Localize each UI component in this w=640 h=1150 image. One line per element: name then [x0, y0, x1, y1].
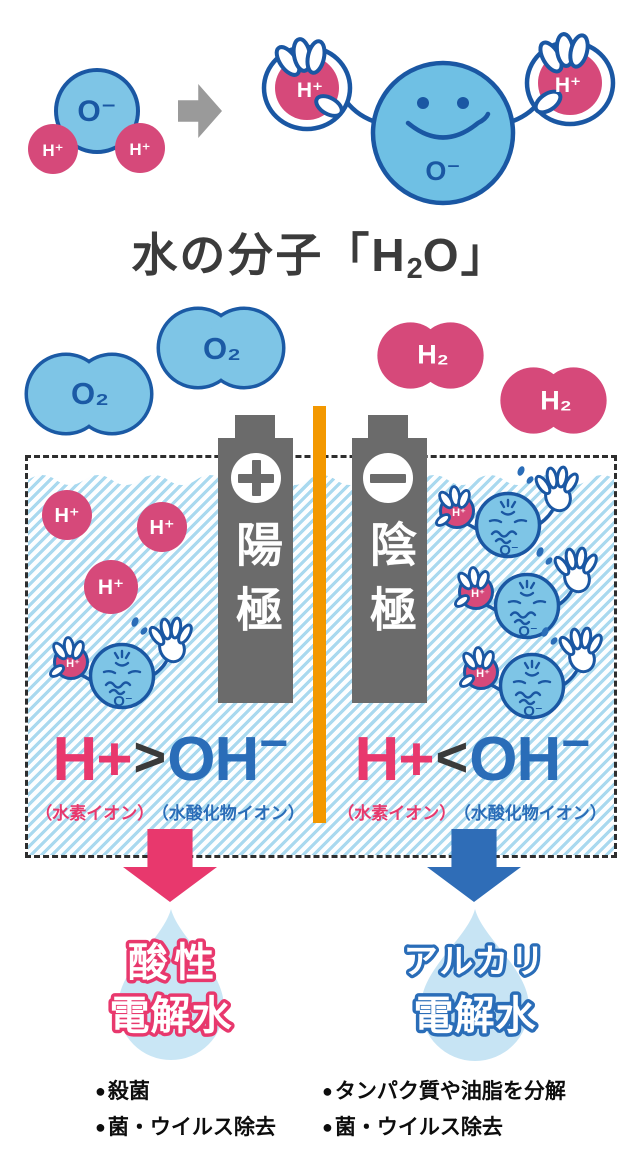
benefit-text: 菌・ウイルス除去	[107, 1115, 276, 1139]
hydrogen-ion: H⁺	[137, 502, 187, 552]
superscript-minus: −	[561, 715, 590, 771]
drop-shape	[118, 909, 224, 1060]
membrane-divider	[313, 406, 326, 823]
acidic-label-line2: 電解水	[110, 994, 233, 1038]
oh-ion-note: （水酸化物イオン）	[462, 804, 607, 823]
list-item: ●殺菌	[95, 1073, 276, 1109]
benefit-text: 殺菌	[107, 1079, 150, 1103]
h2-label: H₂	[540, 385, 572, 416]
o2-label: O₂	[203, 331, 241, 366]
alkaline-side-formula: H+<OH−	[322, 715, 622, 796]
cathode-terminal	[368, 415, 408, 439]
o2-label: O₂	[71, 376, 109, 411]
hydrogen-ion: H⁺	[84, 560, 138, 614]
list-item: ●菌・ウイルス除去	[322, 1109, 566, 1145]
title-text: 水の分子「H	[131, 229, 407, 281]
bullet-icon: ●	[322, 1116, 333, 1137]
anode-terminal	[235, 415, 275, 439]
oxygen-body	[370, 60, 516, 206]
list-item: ●タンパク質や油脂を分解	[322, 1073, 566, 1109]
less-than-operator: <	[435, 725, 469, 788]
h2-label: H₂	[417, 339, 449, 370]
hydrogen-atom	[115, 123, 165, 173]
plus-icon	[231, 453, 281, 503]
benefit-text: タンパク質や油脂を分解	[334, 1079, 566, 1103]
hydrogen-atom	[28, 124, 78, 174]
hydrogen-label: H⁺	[42, 141, 63, 160]
alkaline-label-line2: 電解水	[414, 994, 537, 1038]
acidic-formula-notes: （水素イオン） （水酸化物イオン）	[20, 799, 320, 824]
smiley-face-icon	[405, 97, 491, 140]
hydrogen-label: H⁺	[297, 79, 323, 102]
right-glove-icon: H⁺	[524, 32, 616, 127]
alkaline-benefits-list: ●タンパク質や油脂を分解 ●菌・ウイルス除去	[322, 1073, 566, 1145]
acidic-benefits-list: ●殺菌 ●菌・ウイルス除去	[95, 1073, 276, 1145]
alkaline-label-line1: アルカリ	[404, 943, 547, 981]
bullet-icon: ●	[95, 1116, 106, 1137]
superscript-minus: −	[259, 715, 288, 771]
left-glove-icon: H⁺	[261, 37, 353, 132]
hydrogen-ion: H⁺	[42, 490, 92, 540]
title-subscript: 2	[406, 253, 423, 285]
oxygen-atom	[54, 68, 140, 154]
bullet-icon: ●	[95, 1080, 106, 1101]
greater-than-operator: >	[133, 725, 167, 788]
title-text: O」	[422, 229, 509, 281]
happy-water-molecule-cartoon: H⁺ H⁺ O⁻	[261, 32, 616, 206]
acidic-label-line1: 酸性	[128, 941, 220, 985]
drop-shape	[421, 909, 529, 1061]
oh-ion-character	[44, 602, 194, 720]
oxygen-label: O⁻	[77, 95, 116, 128]
list-item: ●菌・ウイルス除去	[95, 1109, 276, 1145]
hydrogen-label: H⁺	[129, 140, 150, 159]
oxygen-label: O⁻	[425, 156, 460, 186]
bullet-icon: ●	[322, 1080, 333, 1101]
h-ion-note: （水素イオン）	[35, 804, 155, 823]
acidic-side-formula: H+>OH−	[20, 715, 320, 796]
cathode-label: 陰極	[352, 520, 427, 655]
oh-ion-term: OH	[469, 725, 561, 794]
hydrogen-label: H⁺	[555, 74, 581, 97]
anode-label-text: 陽極	[229, 520, 282, 650]
h-ion-note: （水素イオン）	[337, 804, 457, 823]
h-ion-term: H+	[52, 725, 133, 794]
h-ion-term: H+	[354, 725, 435, 794]
page-title: 水の分子「H2O」	[0, 224, 640, 286]
cathode-label-text: 陰極	[363, 520, 416, 650]
acidic-water-drop: 酸性 電解水	[106, 909, 235, 1060]
oh-ion-term: OH	[167, 725, 259, 794]
alkaline-formula-notes: （水素イオン） （水酸化物イオン）	[322, 799, 622, 824]
alkaline-water-drop: アルカリ 電解水	[400, 909, 548, 1061]
anode-label: 陽極	[218, 520, 293, 655]
benefit-text: 菌・ウイルス除去	[334, 1115, 503, 1139]
oh-ion-note: （水酸化物イオン）	[160, 804, 305, 823]
water-molecule-diagram: O⁻ H⁺ H⁺	[28, 68, 165, 174]
minus-icon	[363, 453, 413, 503]
